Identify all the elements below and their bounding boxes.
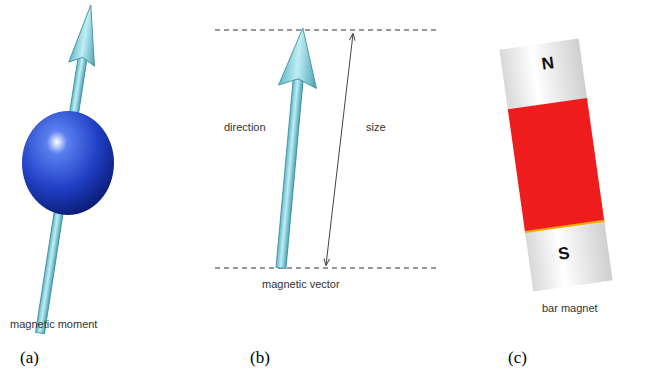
- caption-text: bar magnet: [542, 302, 598, 315]
- caption-text: magnetic vector: [262, 278, 340, 291]
- dashed-line: [215, 268, 440, 269]
- vector-arrow: [262, 26, 322, 269]
- caption-text: magnetic moment: [10, 318, 97, 331]
- magnet-pole: N: [516, 40, 581, 88]
- magnet-pole: S: [532, 230, 597, 278]
- panel-letter: (c): [508, 348, 527, 367]
- pole-letter: N: [541, 53, 556, 75]
- dashed-line: [215, 30, 440, 31]
- size-arrow: [326, 34, 353, 265]
- panel-letter: (a): [20, 348, 39, 367]
- annotation: size: [366, 121, 386, 134]
- bar-magnet: [499, 39, 612, 292]
- annotation: direction: [224, 121, 266, 134]
- sphere: [22, 111, 114, 215]
- panel-letter: (b): [250, 348, 270, 367]
- pole-letter: S: [557, 243, 571, 264]
